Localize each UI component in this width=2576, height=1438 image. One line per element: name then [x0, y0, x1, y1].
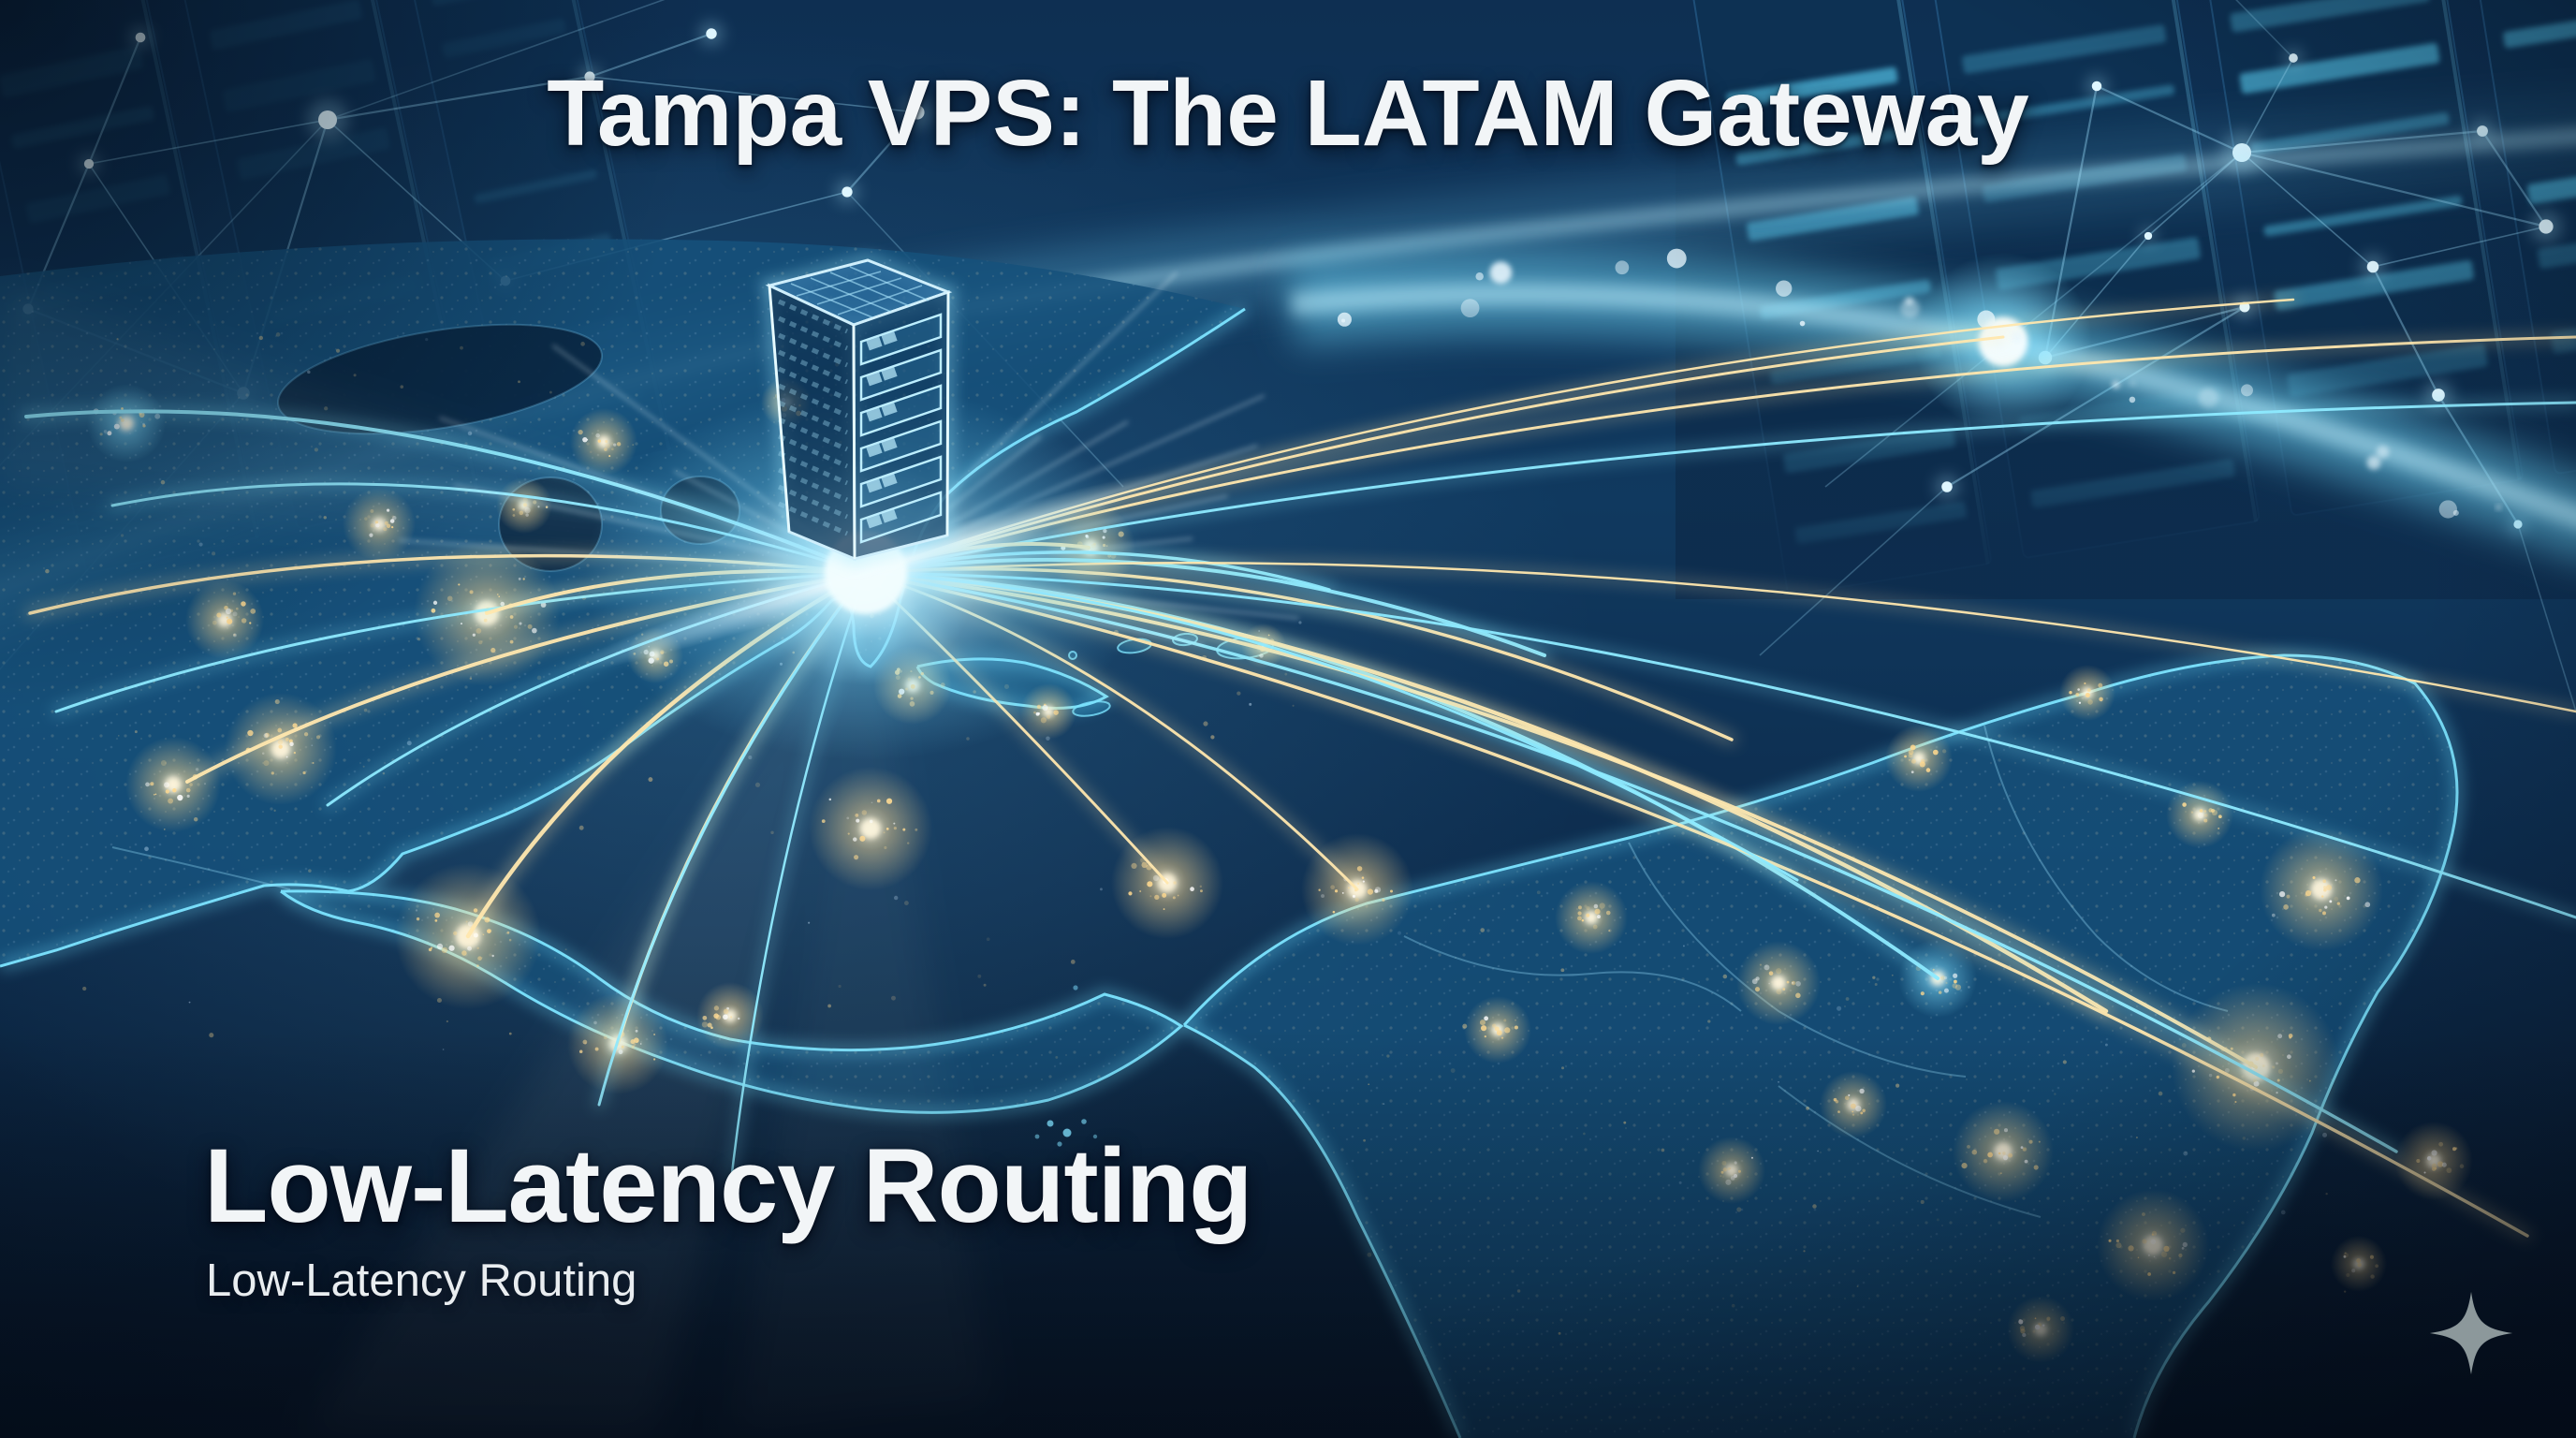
caption-heading: Low-Latency Routing — [204, 1127, 1253, 1244]
page-title: Tampa VPS: The LATAM Gateway — [547, 61, 2029, 166]
caption-subheading: Low-Latency Routing — [206, 1255, 637, 1306]
sparkle-icon — [2429, 1291, 2513, 1375]
bottom-shade — [0, 1030, 2576, 1438]
top-left-shade — [0, 0, 889, 712]
caption-block: Low-Latency Routing Low-Latency Routing — [204, 1127, 1253, 1307]
